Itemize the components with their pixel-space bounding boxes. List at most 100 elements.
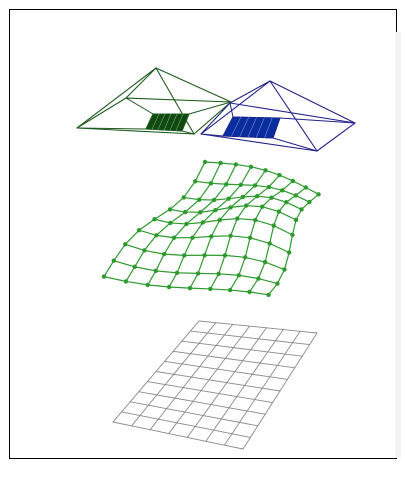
grid-line bbox=[208, 379, 228, 384]
grid-line bbox=[176, 422, 196, 427]
frustum-connector bbox=[125, 97, 154, 115]
image-patch-texture bbox=[239, 117, 249, 137]
grid-line bbox=[205, 429, 215, 442]
mesh-edge bbox=[198, 182, 212, 201]
image-patch-texture bbox=[157, 113, 166, 130]
mesh-edge bbox=[268, 174, 281, 188]
mesh-edge bbox=[184, 199, 200, 213]
grid-line bbox=[218, 382, 228, 395]
grid-line bbox=[249, 425, 259, 438]
grid-line bbox=[284, 342, 294, 355]
grid-line bbox=[267, 351, 286, 355]
grid-line bbox=[223, 433, 233, 446]
mesh-edge bbox=[244, 256, 266, 263]
mesh-node bbox=[228, 205, 233, 210]
grid-line bbox=[218, 393, 238, 398]
grid-line bbox=[155, 371, 175, 375]
grid-line bbox=[121, 411, 141, 416]
mesh-edge bbox=[224, 235, 232, 256]
mesh-edge bbox=[168, 286, 191, 289]
mesh-node bbox=[142, 248, 147, 253]
grid-line bbox=[182, 376, 192, 389]
grid-line bbox=[173, 363, 183, 375]
frustum-ray bbox=[155, 67, 232, 103]
mesh-edge bbox=[197, 254, 206, 275]
grid-line bbox=[147, 394, 158, 406]
mesh-node bbox=[299, 207, 304, 212]
mesh-edge bbox=[281, 189, 297, 197]
grid-line bbox=[186, 436, 207, 442]
grid-line bbox=[231, 433, 251, 438]
mesh-node bbox=[307, 199, 312, 205]
mesh-edge bbox=[238, 274, 260, 280]
mesh-edge bbox=[103, 276, 127, 283]
grid-line bbox=[265, 327, 284, 331]
mesh-edge bbox=[257, 261, 266, 280]
grid-line bbox=[182, 387, 202, 392]
mesh-edge bbox=[147, 284, 170, 288]
mesh-edge bbox=[236, 217, 256, 221]
grid-line bbox=[174, 397, 194, 402]
mesh-node bbox=[262, 259, 268, 265]
grid-line bbox=[149, 429, 170, 435]
mesh-edge bbox=[113, 260, 136, 268]
grid-line bbox=[232, 347, 252, 351]
grid-line bbox=[208, 368, 218, 381]
frustum-connector bbox=[272, 137, 318, 152]
grid-line bbox=[250, 338, 259, 351]
mesh-edge bbox=[155, 234, 175, 239]
mesh-edge bbox=[285, 201, 303, 211]
mesh-node bbox=[271, 223, 276, 228]
grid-line bbox=[215, 345, 234, 349]
grid-line bbox=[286, 367, 296, 380]
mesh-node bbox=[195, 271, 201, 276]
grid-line bbox=[224, 347, 234, 359]
mesh-edge bbox=[248, 277, 260, 293]
frustum-ray bbox=[269, 80, 356, 124]
frustum-connector bbox=[229, 102, 234, 118]
mesh-edge bbox=[256, 186, 270, 197]
grid-line bbox=[181, 353, 192, 365]
mesh-node bbox=[247, 289, 252, 295]
mesh-edge bbox=[254, 206, 263, 221]
grid-line bbox=[155, 360, 166, 372]
mesh-edge bbox=[228, 184, 242, 200]
grid-line bbox=[236, 396, 256, 401]
grid-line bbox=[234, 360, 244, 373]
grid-line bbox=[112, 421, 133, 427]
mesh-edge bbox=[169, 222, 187, 225]
mesh-edge bbox=[283, 251, 290, 271]
deformed-mesh bbox=[101, 159, 321, 297]
mesh-edge bbox=[176, 254, 185, 274]
mesh-edge bbox=[138, 218, 156, 231]
mesh-node bbox=[267, 241, 272, 246]
mesh-edge bbox=[214, 206, 232, 211]
grid-line bbox=[254, 387, 263, 401]
frustum-ray bbox=[76, 67, 157, 129]
mesh-edge bbox=[269, 242, 290, 254]
mesh-edge bbox=[143, 249, 165, 255]
grid-line bbox=[284, 353, 303, 357]
mesh-node bbox=[275, 281, 280, 286]
grid-line bbox=[267, 340, 276, 353]
grid-line bbox=[215, 334, 225, 346]
image-patch-texture bbox=[175, 113, 184, 131]
mesh-node bbox=[280, 188, 285, 193]
image-patch-texture bbox=[264, 117, 273, 138]
mesh-edge bbox=[194, 180, 212, 184]
grid-line bbox=[275, 340, 294, 344]
mesh-edge bbox=[267, 282, 279, 296]
grid-line bbox=[181, 363, 201, 367]
mesh-edge bbox=[168, 272, 178, 288]
mesh-edge bbox=[295, 194, 310, 203]
grid-line bbox=[257, 413, 266, 427]
mesh-node bbox=[174, 270, 180, 276]
mesh-node bbox=[183, 209, 188, 215]
grid-line bbox=[276, 353, 286, 366]
grid-line bbox=[200, 390, 220, 395]
mesh-edge bbox=[209, 288, 231, 291]
mesh-edge bbox=[264, 242, 271, 263]
grid-line bbox=[157, 408, 168, 420]
grid-line bbox=[139, 415, 159, 420]
